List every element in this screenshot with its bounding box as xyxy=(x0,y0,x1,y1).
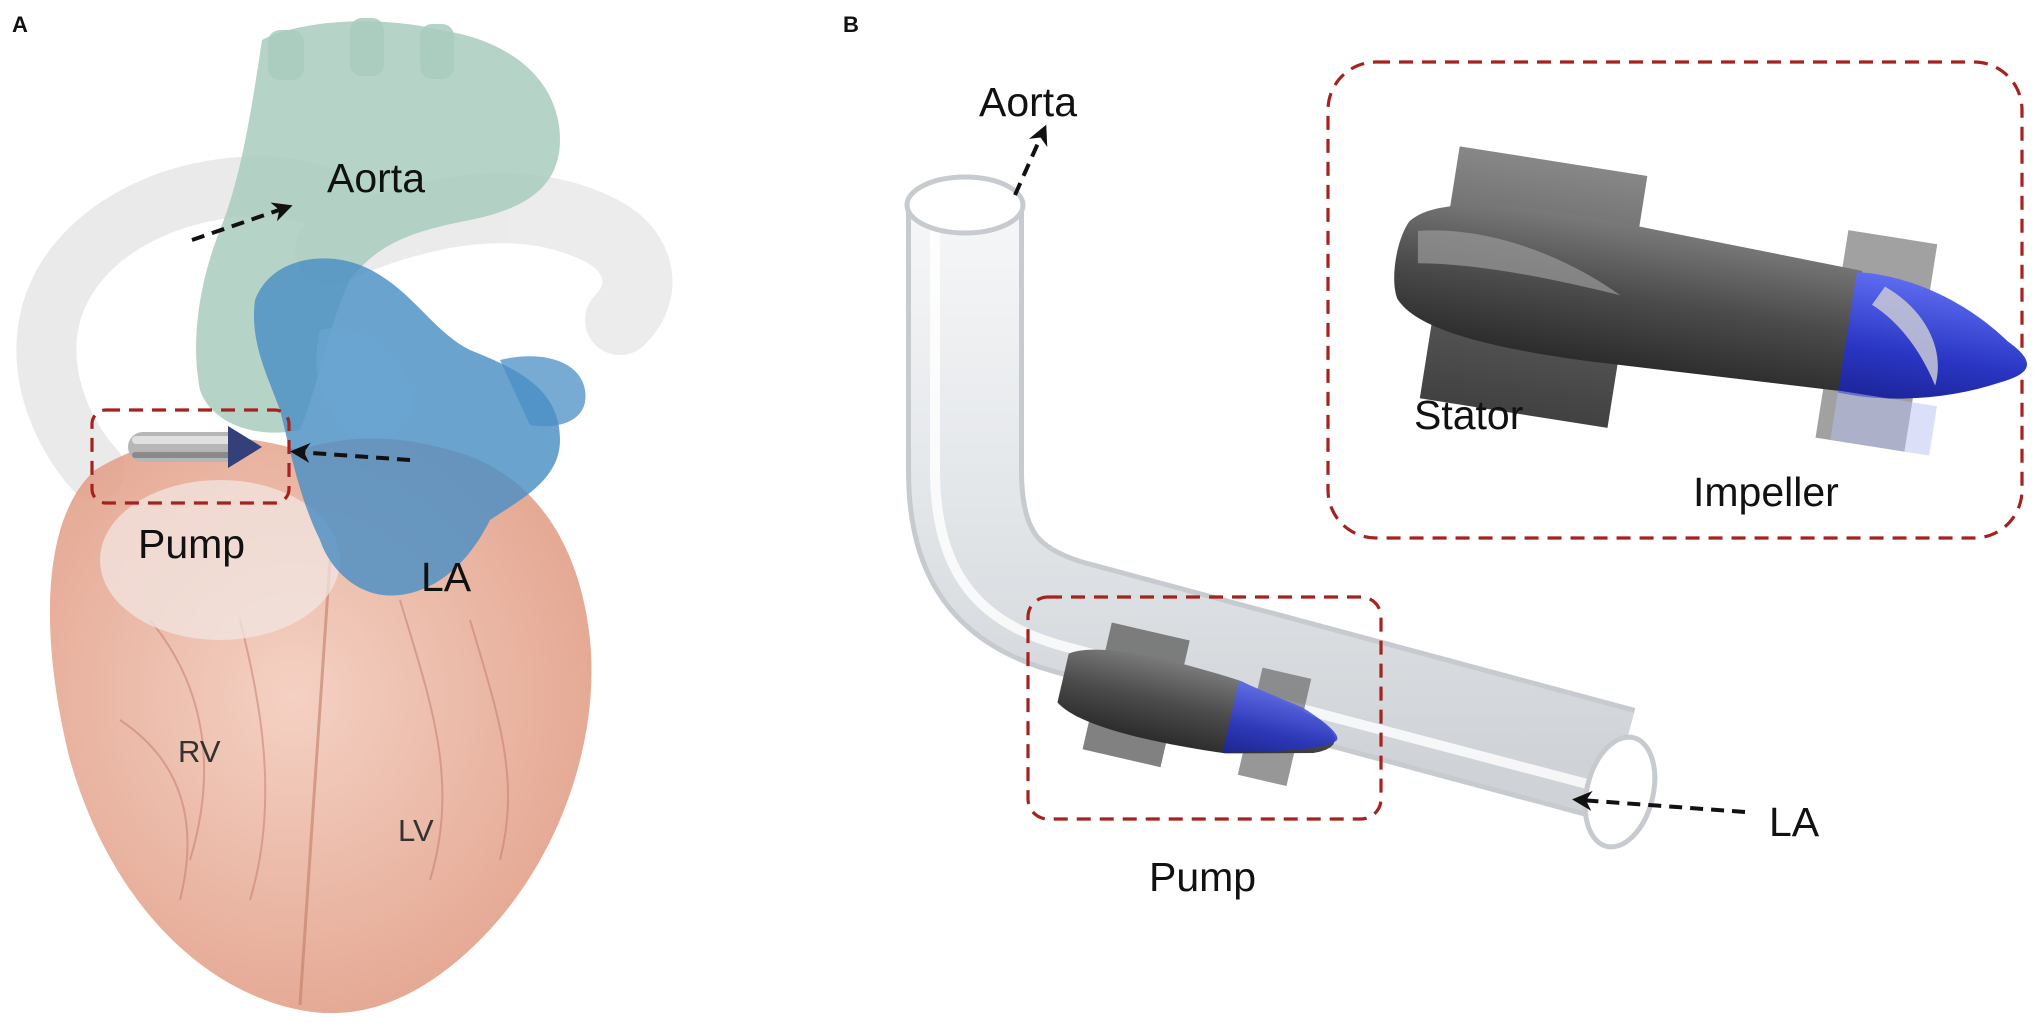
pulmonary-vein-stub xyxy=(500,356,586,427)
label-aorta-b: Aorta xyxy=(979,79,1077,125)
pump-highlight-box-b xyxy=(1026,595,1383,821)
septum-line xyxy=(298,559,332,1006)
zoomed-pump-illustration xyxy=(1394,146,2027,456)
panel-a: A xyxy=(12,12,673,1014)
arrow-from-la-b xyxy=(1572,790,1746,814)
label-aorta-a: Aorta xyxy=(327,155,425,201)
aortic-branch-1 xyxy=(268,30,304,80)
tube-opening-top xyxy=(904,174,1026,236)
aortic-branch-3 xyxy=(420,24,454,79)
aortic-branch-2 xyxy=(350,18,384,76)
right-atrium-illustration xyxy=(100,480,340,640)
panel-b: B A xyxy=(843,12,2027,900)
tube-opening-end xyxy=(1582,734,1658,850)
arrow-to-aorta-b xyxy=(1013,124,1048,196)
label-la-b: LA xyxy=(1769,799,1820,845)
label-impeller: Impeller xyxy=(1693,469,1839,515)
label-lv-a: LV xyxy=(398,813,434,848)
impeller-base-glow xyxy=(1830,390,1937,456)
stator-blade-highlight xyxy=(1417,230,1621,296)
trabeculae-texture xyxy=(119,599,509,901)
zoom-inset-box xyxy=(1326,60,2024,540)
panel-a-letter: A xyxy=(12,12,28,37)
pump-device-a xyxy=(128,426,262,468)
arrow-to-aorta-a xyxy=(191,202,293,242)
impeller-blade xyxy=(1871,286,1938,386)
left-atrium-inner xyxy=(316,328,412,438)
panel-b-letter: B xyxy=(843,12,859,37)
pump-device-b xyxy=(1057,622,1338,787)
cannula-tube-illustration xyxy=(904,174,1658,850)
label-rv-a: RV xyxy=(178,734,221,769)
label-pump-b: Pump xyxy=(1149,854,1256,900)
label-pump-a: Pump xyxy=(138,521,245,567)
label-la-a: LA xyxy=(421,554,472,600)
label-stator: Stator xyxy=(1414,392,1523,438)
arrow-from-la-a xyxy=(290,442,411,463)
